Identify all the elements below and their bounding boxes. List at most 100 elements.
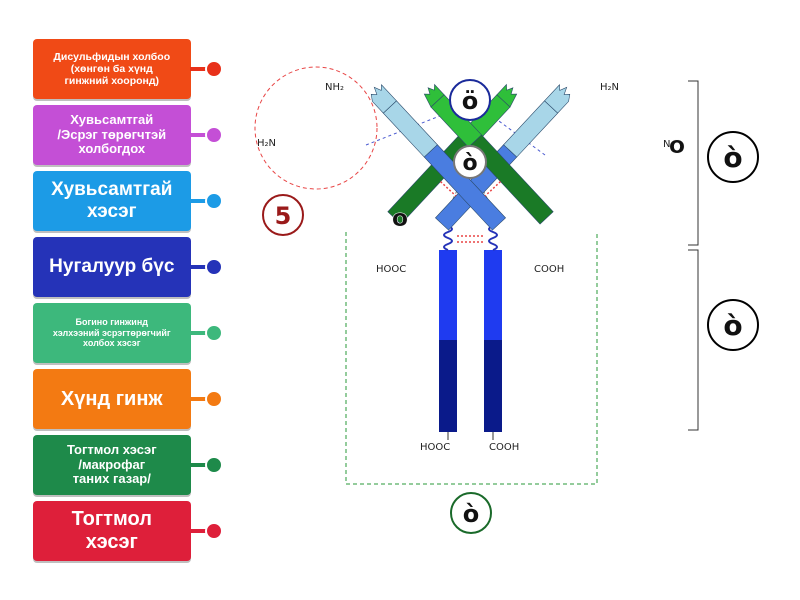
chem-h2n-right-top: H₂N bbox=[600, 82, 619, 93]
marker-h[interactable]: ò bbox=[450, 492, 492, 534]
label-connector bbox=[189, 529, 210, 533]
label-pin-dot[interactable] bbox=[205, 258, 223, 276]
label-line: /Эсрэг төрөгчтэй bbox=[57, 126, 167, 142]
label-line: хэсэг bbox=[85, 531, 138, 553]
svg-text:ò: ò bbox=[463, 500, 480, 528]
label-line: таних газар/ bbox=[72, 471, 151, 487]
label-heavy-chain[interactable]: Хүнд гинж bbox=[33, 368, 223, 430]
label-pin-dot[interactable] bbox=[205, 522, 223, 540]
right-arm-disulfide bbox=[484, 181, 501, 197]
svg-text:o: o bbox=[669, 131, 686, 159]
right-arm bbox=[370, 83, 554, 231]
label-line: Хувьсамтгай bbox=[51, 179, 173, 201]
marker-b[interactable]: ò bbox=[453, 145, 487, 179]
marker-f[interactable]: ò bbox=[707, 131, 759, 183]
label-line: Хувьсамтгай bbox=[70, 111, 154, 127]
svg-text:ò: ò bbox=[723, 309, 742, 342]
label-connector bbox=[189, 265, 210, 269]
label-connector bbox=[189, 199, 210, 203]
svg-text:5: 5 bbox=[275, 202, 292, 230]
label-connector bbox=[189, 463, 210, 467]
label-pin-dot[interactable] bbox=[205, 192, 223, 210]
label-line: Нугалуур бүс bbox=[49, 256, 175, 278]
label-hinge-text: Нугалуур бүс bbox=[49, 256, 174, 278]
chem-h2n-left: H₂N bbox=[257, 138, 276, 149]
marker-a-line-right bbox=[483, 109, 546, 156]
marker-c[interactable]: 5 bbox=[262, 194, 304, 236]
chem-cooh-right-arm: COOH bbox=[534, 264, 564, 275]
left-heavy-variable bbox=[503, 100, 559, 158]
label-pin-dot[interactable] bbox=[205, 390, 223, 408]
right-stem-lower bbox=[484, 340, 502, 432]
label-connector bbox=[189, 67, 210, 71]
label-line: (хөнгөн ба хүнд bbox=[70, 62, 153, 75]
chem-cooh-stem: COOH bbox=[489, 442, 519, 453]
label-line: Хүнд гинж bbox=[60, 387, 163, 410]
label-heavy-chain-box[interactable]: Хүнд гинж bbox=[33, 369, 191, 429]
label-line: Богино гинжинд bbox=[75, 317, 148, 328]
right-heavy-jagged-end bbox=[370, 84, 397, 114]
constant-region-dashed-box bbox=[345, 232, 598, 485]
marker-g[interactable]: ò bbox=[707, 299, 759, 351]
label-line: Тогтмол bbox=[71, 508, 152, 530]
label-hinge[interactable]: Нугалуур бүс bbox=[33, 236, 223, 298]
label-line: Тогтмол хэсэг bbox=[66, 441, 157, 457]
left-stem-upper bbox=[439, 250, 457, 340]
label-line: холбох хэсэг bbox=[83, 338, 141, 349]
chem-hooc-left-arm: HOOC bbox=[376, 264, 406, 275]
label-line: /макрофаг bbox=[78, 456, 146, 472]
label-hinge-box[interactable]: Нугалуур бүс bbox=[33, 237, 191, 297]
label-line: холбогдох bbox=[78, 141, 146, 157]
label-connector bbox=[189, 397, 210, 401]
label-pin-dot[interactable] bbox=[205, 126, 223, 144]
label-connector bbox=[189, 331, 210, 335]
svg-text:ò: ò bbox=[723, 141, 742, 174]
upper-bracket bbox=[688, 80, 699, 246]
label-connector bbox=[189, 133, 210, 137]
label-heavy-chain-text: Хүнд гинж bbox=[61, 388, 163, 411]
label-pin-dot[interactable] bbox=[205, 456, 223, 474]
antigen-site-dashed-circle bbox=[254, 66, 378, 190]
left-arm-disulfide bbox=[440, 181, 457, 197]
label-line: хэлхээний эсрэгтөрөгчийг bbox=[52, 327, 171, 338]
svg-text:ò: ò bbox=[462, 151, 477, 176]
svg-text:o: o bbox=[392, 204, 409, 232]
left-heavy-jagged-end bbox=[544, 84, 571, 114]
left-stem-lower bbox=[439, 340, 457, 432]
label-pin-dot[interactable] bbox=[205, 324, 223, 342]
label-line: хэсэг bbox=[86, 201, 137, 222]
marker-d[interactable]: o bbox=[392, 204, 409, 233]
right-light-jagged-end bbox=[423, 83, 445, 108]
right-heavy-variable bbox=[382, 100, 438, 158]
label-pin-dot[interactable] bbox=[205, 60, 223, 78]
right-stem-upper bbox=[484, 250, 502, 340]
label-line: гинжний хооронд) bbox=[64, 75, 160, 88]
marker-a[interactable]: ö bbox=[449, 79, 491, 121]
chem-n-right: N bbox=[663, 139, 670, 150]
chem-hooc-stem: HOOC bbox=[420, 442, 450, 453]
svg-text:ö: ö bbox=[462, 87, 479, 115]
label-line: Дисульфидын холбоо bbox=[53, 50, 171, 63]
chem-nh2-left-top: NH₂ bbox=[325, 82, 344, 93]
marker-e[interactable]: o bbox=[669, 131, 686, 160]
